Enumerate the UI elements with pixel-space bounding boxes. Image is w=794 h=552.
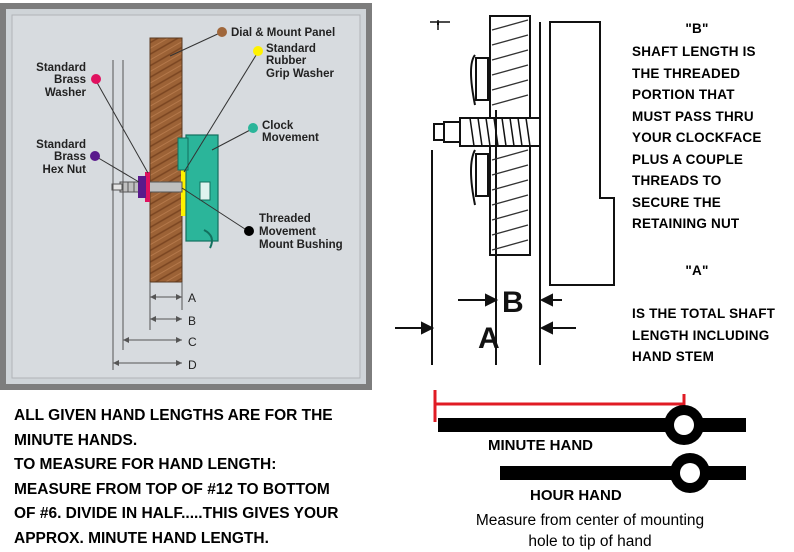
measure-note-line: Measure from center of mounting <box>475 512 705 529</box>
callout-dot-panel <box>217 27 227 37</box>
instruction-line: APPROX. MINUTE HAND LENGTH. <box>14 529 269 547</box>
dial-mount-panel <box>149 37 183 283</box>
label-hex-nut-2: Brass <box>54 151 86 163</box>
hands-diagram <box>433 390 746 493</box>
callout-dot-brass-washer <box>91 74 101 84</box>
label-grip-washer-1: Standard <box>266 43 316 55</box>
measure-indicator <box>433 390 686 422</box>
b-note-line: SECURE THE <box>632 194 722 210</box>
measure-note: Measure from center of mounting hole to … <box>440 510 740 552</box>
a-note-line: HAND STEM <box>632 349 715 364</box>
rubber-grip-washer <box>181 170 186 216</box>
a-note-line: IS THE TOTAL SHAFT <box>632 306 776 321</box>
b-note-line: RETAINING NUT <box>632 216 740 231</box>
b-note-line: THREADS TO <box>632 173 722 188</box>
minute-hand <box>438 405 746 445</box>
b-note-line: PORTION THAT <box>632 87 735 102</box>
a-note-title: "A" <box>685 263 709 278</box>
instruction-line: MINUTE HANDS. <box>14 431 138 449</box>
label-dial-mount-panel: Dial & Mount Panel <box>231 27 335 39</box>
instruction-line: ALL GIVEN HAND LENGTHS ARE FOR THE <box>14 407 333 424</box>
label-bushing-2: Movement <box>259 226 316 238</box>
callout-dot-hex-nut <box>90 151 100 161</box>
a-note-line: LENGTH INCLUDING <box>632 327 770 343</box>
dim-letter-a: A <box>188 291 196 305</box>
label-grip-washer-2: Rubber <box>266 55 307 67</box>
label-bushing-1: Threaded <box>259 213 311 225</box>
b-note-title: "B" <box>685 21 709 36</box>
b-note-line: YOUR CLOCKFACE <box>632 130 762 145</box>
dim-letter-b: B <box>188 314 196 328</box>
label-grip-washer-3: Grip Washer <box>266 68 334 80</box>
label-hex-nut-1: Standard <box>36 139 86 151</box>
label-movement-2: Movement <box>262 132 319 144</box>
label-brass-washer-2: Brass <box>54 74 86 86</box>
hour-hand-label: HOUR HAND <box>530 487 622 504</box>
mounting-diagram: A B C D Dial & Mount Panel Standard Rubb… <box>0 3 372 390</box>
dim-letter-d: D <box>188 358 197 372</box>
shaft-diagram: B A <box>395 15 615 365</box>
brass-washer <box>145 172 150 202</box>
hour-hand <box>500 453 746 493</box>
label-brass-washer-3: Washer <box>45 87 87 99</box>
dim-letter-c: C <box>188 335 197 349</box>
mount-bushing <box>119 181 183 193</box>
letter-a: A <box>478 322 500 355</box>
instruction-line: TO MEASURE FOR HAND LENGTH: <box>14 456 277 473</box>
b-note-line: MUST PASS THRU <box>632 108 754 124</box>
letter-b: B <box>502 286 524 319</box>
a-note-body: IS THE TOTAL SHAFT LENGTH INCLUDING HAND… <box>632 303 792 368</box>
label-bushing-3: Mount Bushing <box>259 239 343 251</box>
label-movement-1: Clock <box>262 120 294 132</box>
callout-dot-grip-washer <box>253 46 263 56</box>
b-note-line: PLUS A COUPLE <box>632 151 744 167</box>
callout-dot-bushing <box>244 226 254 236</box>
b-note-line: THE THREADED <box>632 65 741 81</box>
measure-note-line: hole to tip of hand <box>528 533 652 550</box>
brass-hex-nut <box>138 176 146 198</box>
instruction-line: OF #6. DIVIDE IN HALF.....THIS GIVES YOU… <box>14 505 339 522</box>
label-hex-nut-3: Hex Nut <box>43 164 87 176</box>
b-note-body: SHAFT LENGTH IS THE THREADED PORTION THA… <box>632 41 772 235</box>
hand-length-instructions: ALL GIVEN HAND LENGTHS ARE FOR THE MINUT… <box>14 404 404 551</box>
b-note-line: SHAFT LENGTH IS <box>632 44 756 59</box>
instruction-line: MEASURE FROM TOP OF #12 TO BOTTOM <box>14 480 330 498</box>
b-note: "B" <box>632 18 762 40</box>
label-brass-washer-1: Standard <box>36 62 86 74</box>
minute-hand-label: MINUTE HAND <box>488 437 593 454</box>
callout-dot-movement <box>248 123 258 133</box>
